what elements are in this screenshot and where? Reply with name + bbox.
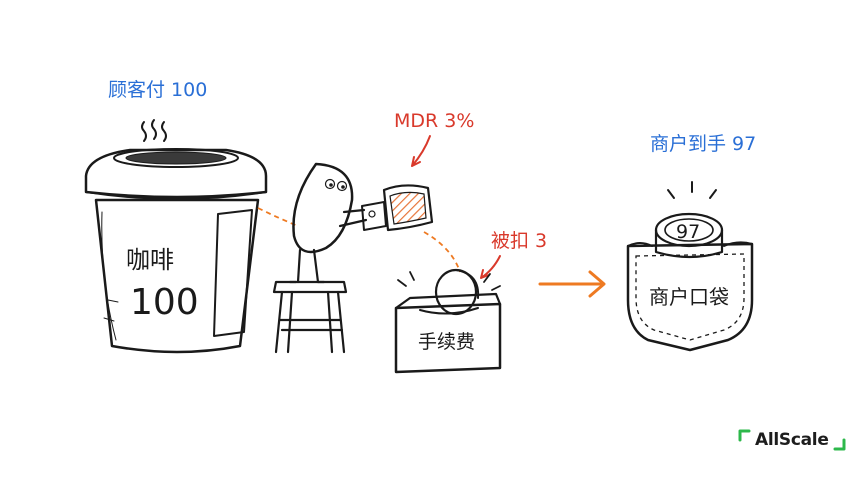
- coffee-name: 咖啡: [126, 246, 174, 274]
- mdr-rate-label: MDR 3%: [394, 110, 474, 132]
- dashed-trail-icon: [423, 231, 461, 273]
- fee-box: 手续费: [394, 268, 502, 374]
- deducted-pointer-icon: [480, 255, 501, 279]
- coffee-cup: 咖啡 100: [84, 119, 268, 354]
- merchant-pocket-label: 商户口袋: [649, 285, 729, 309]
- allscale-logo: AllScale: [737, 423, 846, 457]
- mdr-pointer-icon: [411, 135, 431, 167]
- steam-icon: [141, 119, 167, 142]
- allscale-bracket-icon: [833, 428, 847, 452]
- merchant-pocket: 97 商户口袋: [626, 181, 754, 352]
- dashed-trail-icon: [257, 207, 299, 227]
- deducted-label: 被扣 3: [491, 230, 547, 252]
- fee-collector-character: [288, 162, 368, 284]
- customer-pays-label: 顾客付 100: [108, 79, 207, 101]
- card-reader: [361, 184, 434, 232]
- brand-name: AllScale: [755, 430, 829, 450]
- coffee-price: 100: [130, 282, 199, 323]
- allscale-bracket-icon: [737, 428, 751, 452]
- stool: [272, 280, 348, 354]
- coin-value: 97: [676, 221, 700, 243]
- merchant-receives-label: 商户到手 97: [650, 133, 756, 155]
- arrow-right-icon: [538, 270, 606, 298]
- fee-box-label: 手续费: [418, 331, 475, 353]
